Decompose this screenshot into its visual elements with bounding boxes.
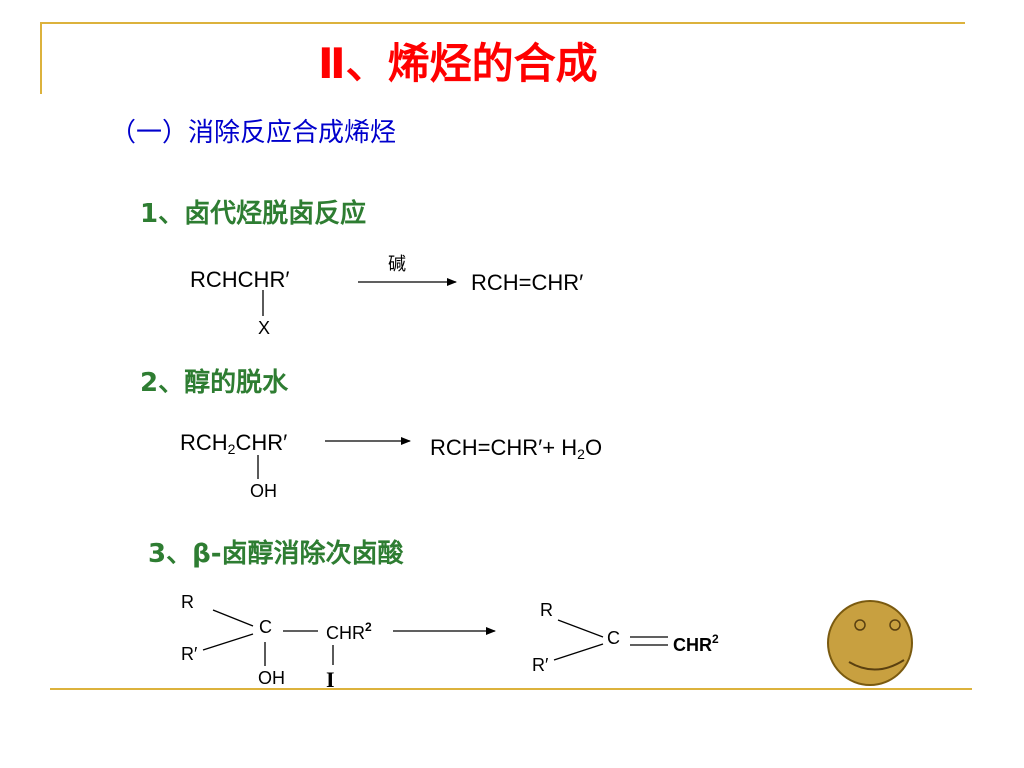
reaction3-product-carbon: C: [607, 628, 620, 648]
reaction2-product: RCH=CHR′+ H2O: [430, 435, 603, 462]
reaction2-substituent: OH: [250, 481, 277, 501]
reaction3-bond-r2: [202, 633, 254, 651]
reaction1-product: RCH=CHR′: [471, 270, 584, 295]
section-subtitle: （一）消除反应合成烯烃: [110, 118, 397, 148]
section-heading-1: 1、卤代烃脱卤反应: [140, 199, 367, 229]
reaction3-product-chr: CHR2: [673, 632, 719, 655]
reaction1-reactant: RCHCHR′: [190, 267, 290, 292]
reaction1-substituent: X: [258, 318, 271, 338]
section-heading-3: 3、β-卤醇消除次卤酸: [148, 539, 404, 569]
reaction3-product-r1: R: [540, 600, 553, 620]
section-heading-2: 2、醇的脱水: [140, 368, 289, 398]
reaction3-chr: CHR2: [326, 620, 372, 643]
bottom-rule: [50, 688, 972, 690]
reaction3-halogen: I: [326, 667, 335, 692]
reaction3-product-bond-r1: [557, 619, 604, 638]
reaction3-r2: R′: [181, 644, 198, 664]
reaction1-condition: 碱: [388, 254, 406, 274]
page-title: Ⅱ、烯烃的合成: [318, 39, 598, 88]
reaction3-bond-r1: [212, 609, 254, 627]
reaction3-carbon: C: [259, 617, 272, 637]
top-rule: [40, 22, 965, 24]
reaction2-reactant: RCH2CHR′: [180, 430, 288, 457]
smiley-face-icon: [827, 600, 913, 686]
reaction3-product-r2: R′: [532, 655, 549, 675]
reaction3-product-bond-r2: [553, 643, 604, 661]
left-rule: [40, 22, 42, 94]
reaction3-oh: OH: [258, 668, 285, 688]
reaction3-r1: R: [181, 592, 194, 612]
